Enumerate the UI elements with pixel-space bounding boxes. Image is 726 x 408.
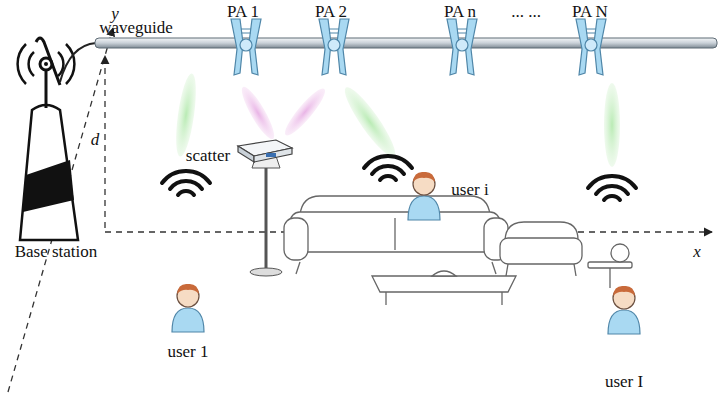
beams [172, 72, 620, 167]
figure-label: user i [451, 181, 488, 200]
wifi-symbols [162, 156, 636, 200]
pinching-antennas [231, 19, 606, 75]
figure-label: PA 2 [315, 3, 347, 22]
users [172, 172, 640, 334]
figure-label: user I [605, 373, 643, 392]
furniture [284, 196, 632, 305]
axes [8, 28, 712, 392]
base-station [18, 38, 96, 240]
figure-label: ... ... [511, 3, 541, 22]
figure-label: user 1 [167, 343, 208, 362]
figure-label: PA N [572, 3, 608, 22]
figure-label: scatter [186, 147, 230, 166]
figure-label: d [91, 131, 100, 150]
figure-label: PA n [444, 3, 476, 22]
scatter-device [238, 140, 292, 276]
waveguide-tube [95, 38, 717, 48]
figure-label: Base station [15, 243, 98, 262]
figure-label: waveguide [99, 19, 173, 38]
figure-label: x [693, 243, 701, 262]
figure-label: PA 1 [227, 3, 259, 22]
